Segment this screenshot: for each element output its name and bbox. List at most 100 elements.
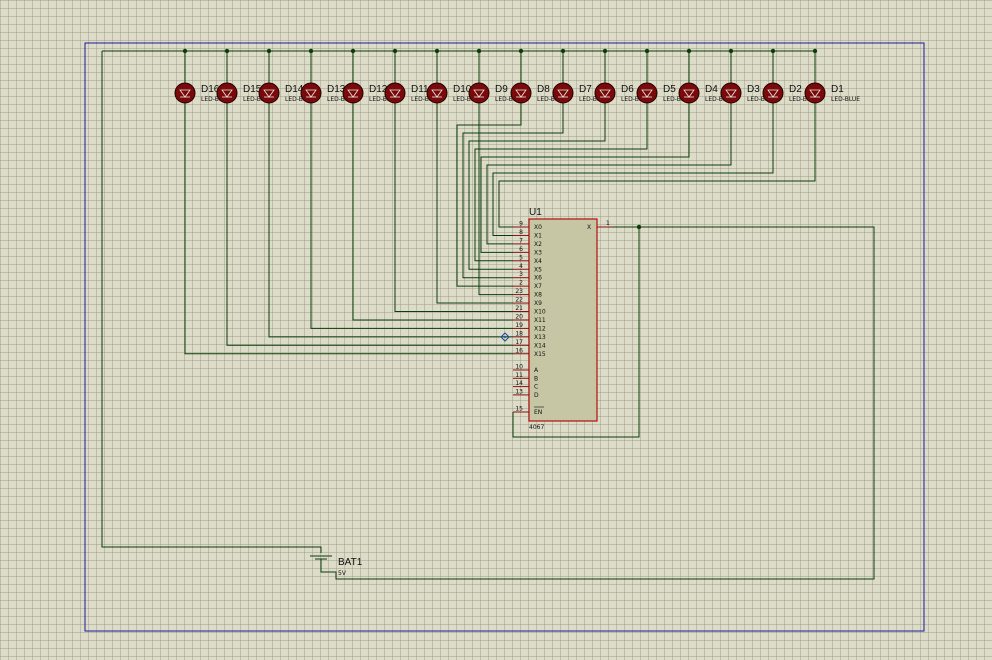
pin-number: 6: [519, 246, 523, 253]
led-body[interactable]: [678, 82, 700, 104]
pin-number: 23: [515, 288, 523, 295]
led-body[interactable]: [216, 82, 238, 104]
led-ref: D12: [369, 84, 388, 95]
bus-to-battery-wire: [101, 51, 322, 553]
pin-number: 20: [515, 313, 523, 320]
junction-dot: [350, 48, 356, 54]
led-body[interactable]: [762, 82, 784, 104]
battery-ref: BAT1: [338, 557, 363, 568]
led-value: LED-BLUE: [789, 96, 818, 103]
pin-name: X0: [534, 224, 542, 231]
junction-dot: [266, 48, 272, 54]
led-ref: D13: [327, 84, 346, 95]
battery-bat1[interactable]: BAT1 5V: [310, 555, 363, 577]
led-symbol-icon: [263, 89, 275, 98]
junction-dot: [182, 48, 188, 54]
wire-d9-to-x8: [478, 103, 513, 296]
pin-number: 18: [515, 330, 523, 337]
pin-number: 1: [606, 220, 610, 227]
junction-dot: [644, 48, 650, 54]
pin-number: 2: [519, 280, 523, 287]
junction-dot: [560, 48, 566, 54]
pin-name: C: [534, 384, 538, 391]
led-symbol-icon: [557, 89, 569, 98]
pin-number: 14: [515, 380, 523, 387]
led-body[interactable]: [300, 82, 322, 104]
led-ref: D8: [537, 84, 550, 95]
led-symbol-icon: [347, 89, 359, 98]
led-value: LED-BLUE: [621, 96, 650, 103]
led-body[interactable]: [636, 82, 658, 104]
pin-number: 22: [515, 297, 523, 304]
probe-marker-icon[interactable]: [500, 332, 510, 342]
led-body[interactable]: [258, 82, 280, 104]
pin-name: X11: [534, 317, 546, 324]
led-array: D16LED-BLUED15LED-BLUED14LED-BLUED13LED-…: [174, 51, 860, 104]
battery-value: 5V: [338, 570, 347, 577]
pin-number: 9: [519, 221, 523, 228]
junction-dot: [686, 48, 692, 54]
led-value: LED-BLUE: [831, 96, 860, 103]
led-value: LED-BLUE: [663, 96, 692, 103]
pin-name: EN: [534, 409, 542, 416]
junction-dot: [636, 224, 642, 230]
led-ref: D6: [621, 84, 634, 95]
pin-number: 19: [515, 322, 523, 329]
led-value: LED-BLUE: [243, 96, 272, 103]
led-body[interactable]: [720, 82, 742, 104]
enable-wire: [512, 227, 640, 438]
pin-name: B: [534, 375, 538, 382]
pin-name: X10: [534, 309, 546, 316]
wire-d8-to-x7: [456, 103, 522, 287]
led-body[interactable]: [174, 82, 196, 104]
pin-name: X7: [534, 283, 542, 290]
led-body[interactable]: [594, 82, 616, 104]
led-symbol-icon: [683, 89, 695, 98]
pin-number: 16: [515, 347, 523, 354]
chip-ref: U1: [529, 207, 542, 218]
led-ref: D4: [705, 84, 718, 95]
led-body[interactable]: [426, 82, 448, 104]
wires: [101, 50, 875, 580]
wire-d14-to-x13: [268, 103, 513, 338]
led-ref: D14: [285, 84, 304, 95]
led-ref: D10: [453, 84, 472, 95]
probe-marker-dot: [504, 336, 506, 338]
junction-dot: [434, 48, 440, 54]
led-ref: D2: [789, 84, 802, 95]
led-value: LED-BLUE: [537, 96, 566, 103]
pin-name: X15: [534, 351, 546, 358]
junction-dot: [224, 48, 230, 54]
wire-d3-to-x2: [486, 103, 732, 245]
pin-name: X12: [534, 325, 546, 332]
led-body[interactable]: [552, 82, 574, 104]
pin-name: D: [534, 392, 539, 399]
led-body[interactable]: [384, 82, 406, 104]
pin-name: X8: [534, 292, 542, 299]
led-body[interactable]: [342, 82, 364, 104]
pin-name: X6: [534, 275, 542, 282]
led-body[interactable]: [510, 82, 532, 104]
pin-name: A: [534, 367, 539, 374]
led-value: LED-BLUE: [747, 96, 776, 103]
led-body[interactable]: [804, 82, 826, 104]
led-value: LED-BLUE: [369, 96, 398, 103]
led-body[interactable]: [468, 82, 490, 104]
